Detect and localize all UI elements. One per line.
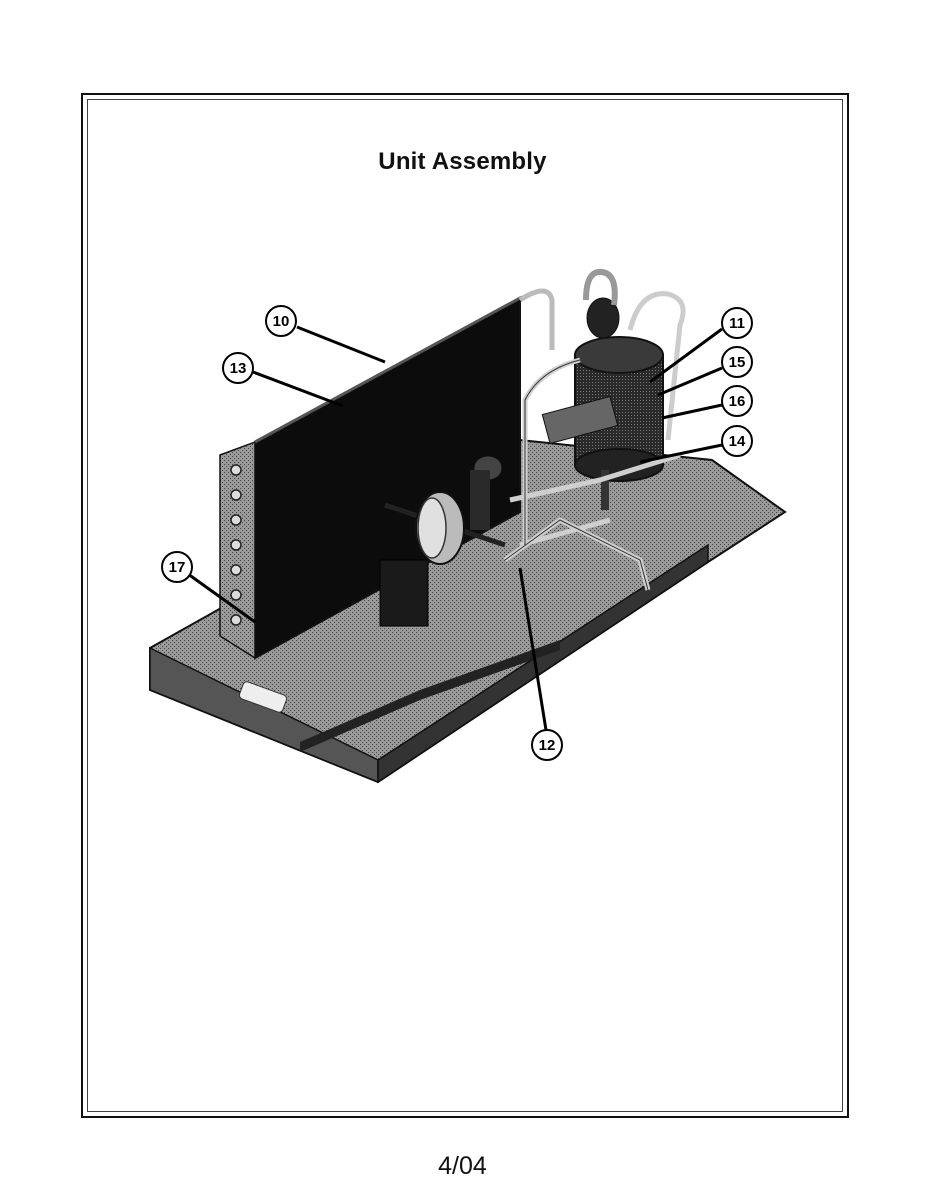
compressor: [541, 268, 686, 510]
callout-13-label: 13: [230, 360, 247, 377]
callout-15-label: 15: [729, 354, 746, 371]
callout-17: 17: [161, 551, 193, 583]
callout-12: 12: [531, 729, 563, 761]
callout-10-label: 10: [273, 313, 290, 330]
callout-17-label: 17: [169, 559, 186, 576]
diagram-title: Unit Assembly: [378, 148, 547, 175]
callout-11: 11: [721, 307, 753, 339]
callout-16: 16: [721, 385, 753, 417]
base-pan: [149, 438, 787, 784]
callout-leader-lines: [187, 325, 723, 731]
callout-15: 15: [721, 346, 753, 378]
callout-16-label: 16: [729, 393, 746, 410]
callout-14-label: 14: [729, 433, 746, 450]
fan-motor: [379, 455, 506, 627]
page-number: 4/04: [438, 1152, 487, 1180]
callout-10: 10: [265, 305, 297, 337]
condenser-coil: [219, 288, 555, 660]
page-frame: [81, 93, 849, 1118]
callout-12-label: 12: [539, 737, 556, 754]
page-frame-inner: [87, 99, 843, 1112]
callout-14: 14: [721, 425, 753, 457]
callout-11-label: 11: [729, 315, 745, 332]
callout-13: 13: [222, 352, 254, 384]
